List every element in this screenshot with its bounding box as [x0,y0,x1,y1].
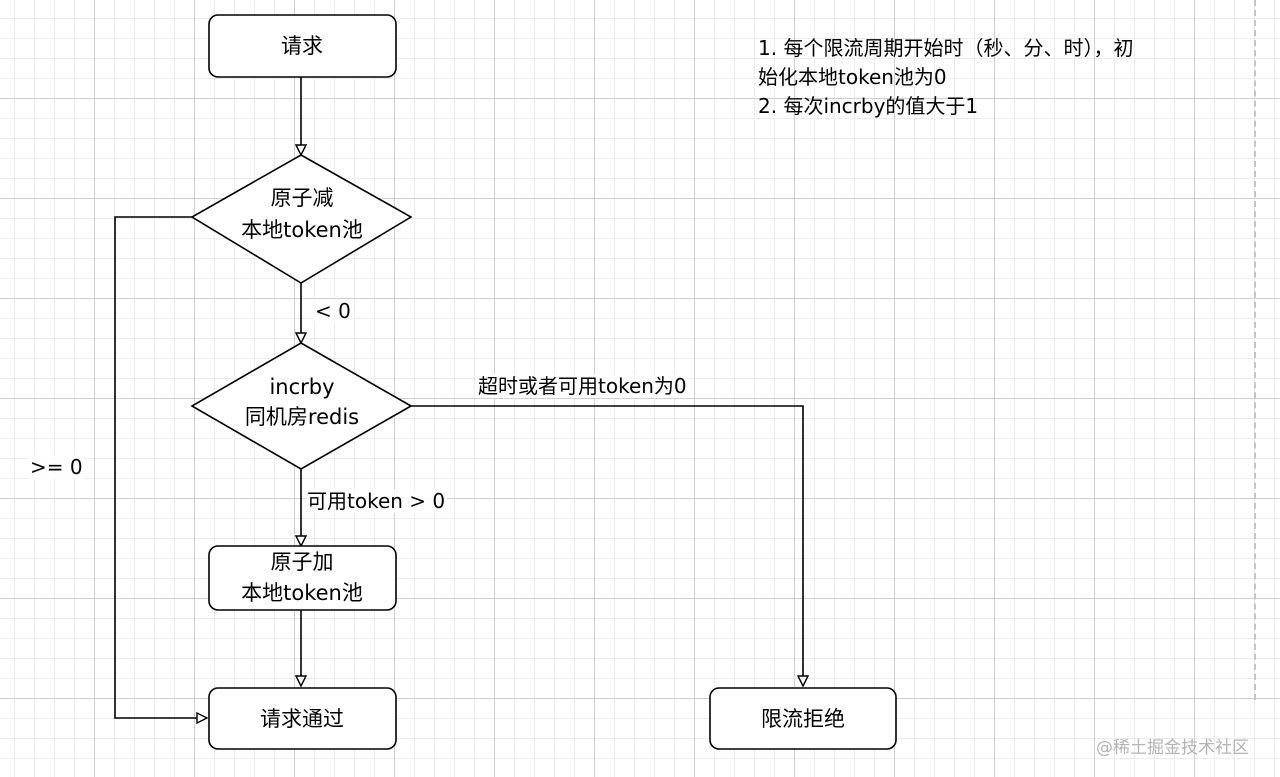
atomic-decrement-decision: 原子减 本地token池 [190,154,413,284]
atomic-increment-label-line2: 本地token池 [241,581,363,605]
atomic-increment-label-line1: 原子加 [271,550,334,574]
edge-label-less-than-zero: < 0 [313,299,353,323]
edge-label-timeout-or-zero: 超时或者可用token为0 [476,374,689,398]
rules-note-line2: 始化本地token池为0 [758,65,947,89]
atomic-decrement-label-line1: 原子减 [271,186,334,210]
request-node-label: 请求 [281,34,323,58]
request-node: 请求 [208,14,397,78]
edge-incrby-to-reject [411,405,803,686]
incrby-redis-label-line2: 同机房redis [245,405,359,429]
rate-limit-reject-node: 限流拒绝 [709,687,897,750]
rules-note-line3: 2. 每次incrby的值大于1 [758,94,979,118]
edge-decrement-to-pass [114,216,207,718]
rate-limit-reject-label: 限流拒绝 [761,707,845,731]
incrby-redis-label-line1: incrby [269,375,334,399]
request-pass-node: 请求通过 [208,687,397,750]
rules-note: 1. 每个限流周期开始时（秒、分、时），初 始化本地token池为0 2. 每次… [758,34,1248,121]
atomic-increment-node: 原子加 本地token池 [208,545,397,611]
atomic-decrement-label-line2: 本地token池 [241,218,363,242]
edge-label-greater-equal-zero: >= 0 [28,455,85,479]
page-boundary-line [1254,0,1256,700]
edge-label-available-token-positive: 可用token > 0 [305,489,448,513]
request-pass-label: 请求通过 [260,707,344,731]
incrby-redis-decision: incrby 同机房redis [190,342,413,470]
watermark-text: @稀土掘金技术社区 [1096,738,1249,758]
rules-note-line1: 1. 每个限流周期开始时（秒、分、时），初 [758,36,1134,60]
